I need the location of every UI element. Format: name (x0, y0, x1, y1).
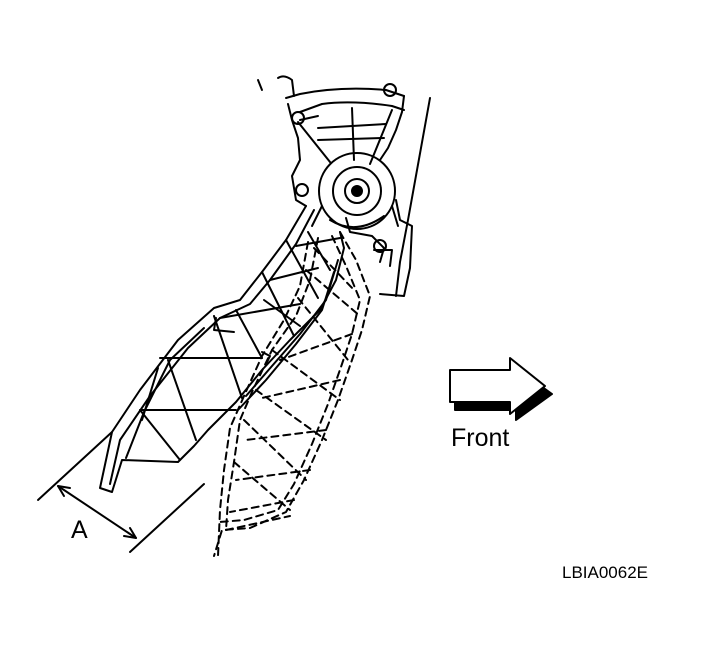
dimension-a (37, 431, 205, 553)
pivot-hub (311, 152, 399, 230)
bolt-holes (291, 83, 397, 253)
figure-code: LBIA0062E (562, 563, 649, 582)
pedal-arm-depressed (213, 231, 371, 557)
right-arrow-icon (449, 357, 553, 421)
front-direction-label: Front (451, 424, 510, 452)
dimension-label: A (71, 516, 88, 544)
